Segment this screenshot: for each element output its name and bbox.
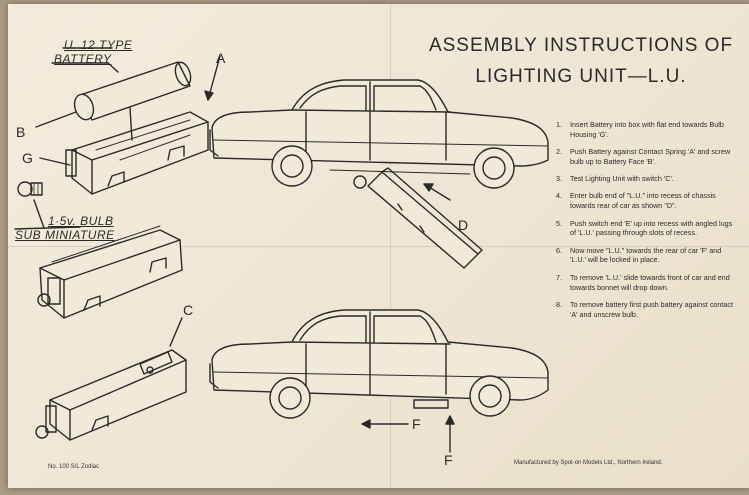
bottom-car-illustration [209,309,549,453]
step-text: Insert Battery into box with flat end to… [570,120,724,139]
bulb-illustration [14,181,81,230]
step-item: 2. Push Battery against Contact Spring 'A… [556,147,736,167]
step-item: 6. Now move "L.U." towards the rear of ca… [556,246,736,266]
step-text: To remove 'L.U.' slide towards front of … [570,272,730,292]
step-number: 7. [556,272,562,282]
model-number: No. 100 S/L Zodiac [48,464,100,470]
step-item: 5. Push switch end 'E' up into recess wit… [556,219,736,239]
label-f-arrow: F [412,416,421,432]
step-item: 1. Insert Battery into box with flat end … [556,120,736,140]
label-c: C [183,302,194,318]
step-text: Test Lighting Unit with switch 'C'. [570,174,674,184]
step-text: Push Battery against Contact Spring 'A' … [570,147,731,166]
label-b: B [16,124,26,140]
step-number: 3. [556,174,562,184]
step-item: 7. To remove 'L.U.' slide towards front o… [556,273,736,293]
battery-label: BATTERY [54,52,112,66]
step-number: 5. [556,218,562,228]
step-number: 2. [556,147,562,157]
step-item: 4. Enter bulb end of "L.U." into recess o… [556,191,736,211]
battery-illustration [35,47,192,128]
label-f-under: F [444,452,453,468]
step-text: Push switch end 'E' up into recess with … [570,218,733,238]
step-number: 6. [556,245,562,255]
step-number: 1. [556,120,562,129]
step-number: 8. [556,299,562,309]
title-line-2: LIGHTING UNIT—L.U. [475,66,687,87]
instruction-steps: 1. Insert Battery into box with flat end … [556,120,736,327]
step-item: 3. Test Lighting Unit with switch 'C'. [556,174,736,184]
horizontal-fold-crease [8,246,749,248]
battery-box-illustration [39,55,221,195]
bulb-type-label: SUB MINIATURE [15,228,115,242]
step-number: 4. [556,191,562,201]
label-g: G [22,150,33,166]
battery-box-switch-illustration [35,317,187,441]
vertical-fold-crease [390,4,392,488]
title-line-1: ASSEMBLY INSTRUCTIONS OF [428,35,734,56]
battery-type-label: U. 12 TYPE [64,38,133,52]
top-car-illustration [209,79,549,189]
step-item: 8. To remove battery first push battery a… [556,300,736,320]
manufacturer-note: Manufactured by Spot-on Models Ltd., Nor… [514,460,663,466]
step-text: To remove battery first push battery aga… [570,299,733,319]
page-title: ASSEMBLY INSTRUCTIONS OF LIGHTING UNIT—L… [414,30,748,92]
label-a: A [216,50,226,66]
label-d: D [458,217,469,233]
step-text: Enter bulb end of "L.U." into recess of … [570,191,716,211]
step-text: Now move "L.U." towards the rear of car … [570,245,722,265]
lighting-unit-insert-illustration [353,167,483,269]
battery-box-assembled-illustration [37,225,183,319]
bulb-voltage-label: 1·5v. BULB [48,214,114,228]
